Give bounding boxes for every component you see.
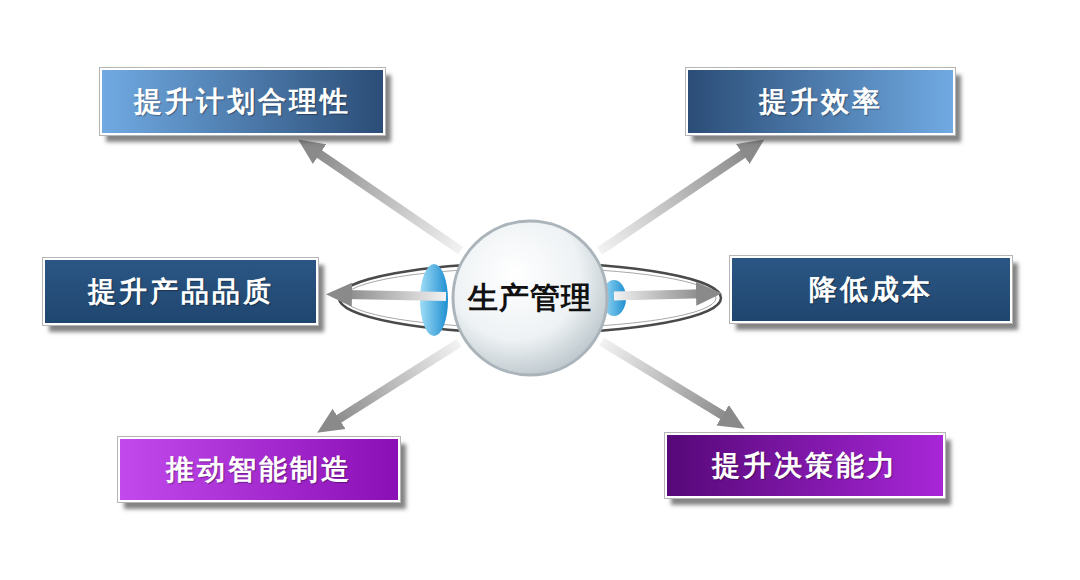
center-label: 生产管理 bbox=[468, 278, 592, 319]
goal-label: 提升效率 bbox=[759, 83, 883, 121]
goal-label: 推动智能制造 bbox=[166, 451, 352, 489]
goal-label: 降低成本 bbox=[809, 271, 933, 309]
center-circle: 生产管理 bbox=[450, 218, 610, 378]
goal-box: 提升效率 bbox=[686, 68, 955, 135]
arrow-connector bbox=[346, 295, 446, 297]
goal-box: 推动智能制造 bbox=[118, 437, 400, 502]
goal-box: 提升计划合理性 bbox=[100, 68, 385, 135]
arrow-connector bbox=[614, 294, 702, 296]
arrow-connector bbox=[334, 343, 459, 422]
circle-shape bbox=[453, 221, 607, 375]
goal-box: 降低成本 bbox=[730, 256, 1012, 323]
goal-box: 提升决策能力 bbox=[665, 433, 945, 498]
goal-label: 提升决策能力 bbox=[712, 447, 898, 485]
goal-label: 提升产品品质 bbox=[88, 273, 274, 311]
goal-label: 提升计划合理性 bbox=[134, 83, 351, 121]
goal-box: 提升产品品质 bbox=[43, 258, 318, 325]
arrow-connector bbox=[602, 342, 728, 419]
arrow-connector bbox=[600, 151, 748, 251]
arrow-connector bbox=[315, 151, 461, 251]
